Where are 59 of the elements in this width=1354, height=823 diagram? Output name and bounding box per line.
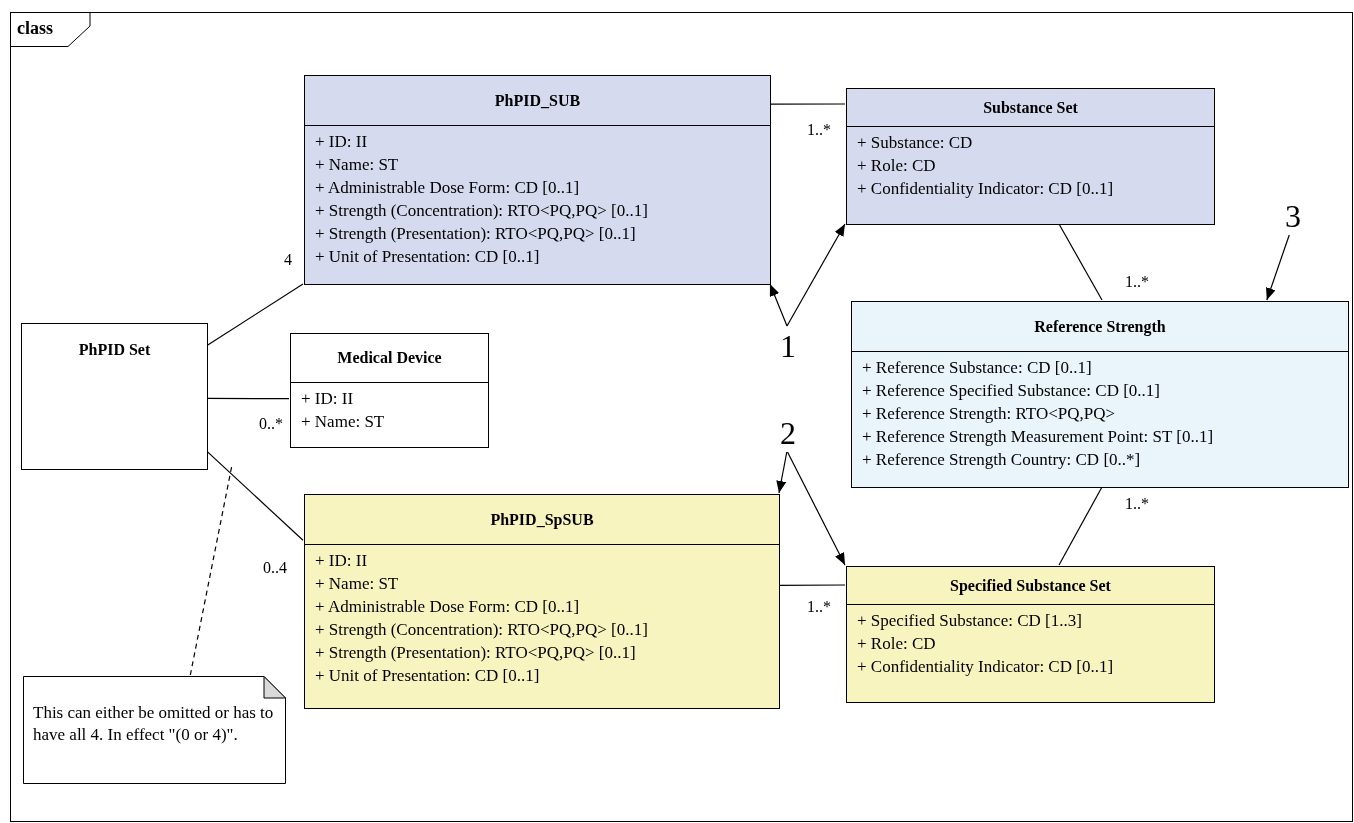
attribute-text: + Administrable Dose Form: CD [0..1]: [315, 177, 581, 199]
note-text: This can either be omitted or has to have all 4. In effect "(0 or 4)".: [33, 702, 275, 746]
callout-number: 1: [779, 327, 797, 365]
association-line: [1058, 486, 1103, 566]
association-line: [206, 450, 304, 541]
attribute-text: + Specified Substance: CD [1..3]: [857, 610, 1083, 632]
note-box: [23, 676, 286, 784]
class-name: PhPID_SUB: [305, 76, 770, 126]
class-box: [304, 494, 780, 709]
attribute-text: + Confidentiality Indicator: CD [0..1]: [857, 178, 1115, 200]
callout-number: 3: [1284, 197, 1302, 235]
frame-label: class: [17, 18, 53, 39]
attribute-text: + Reference Strength Measurement Point: ST [0..1]: [862, 426, 1215, 448]
note-anchor-line: [189, 464, 233, 676]
association-line: [1058, 223, 1103, 301]
attribute-text: + Reference Strength Country: CD [0..*]: [862, 449, 1142, 471]
class-name: PhPID_SpSUB: [305, 495, 779, 545]
class-name: Substance Set: [847, 89, 1214, 127]
callout-arrow: [1266, 233, 1291, 301]
class-name: Specified Substance Set: [847, 567, 1214, 605]
attribute-text: + Name: ST: [315, 573, 400, 595]
association-line: [769, 103, 846, 105]
attribute-text: + Unit of Presentation: CD [0..1]: [315, 246, 541, 268]
callout-arrow: [786, 450, 846, 566]
attribute-text: + Confidentiality Indicator: CD [0..1]: [857, 656, 1115, 678]
callout-arrow: [769, 283, 788, 327]
class-box: [290, 333, 489, 448]
attribute-text: + Administrable Dose Form: CD [0..1]: [315, 596, 581, 618]
attribute-text: + Reference Strength: RTO<PQ,PQ>: [862, 403, 1117, 425]
attribute-text: + Strength (Presentation): RTO<PQ,PQ> [0..1]: [315, 223, 637, 245]
class-box: [304, 75, 771, 285]
attribute-text: + Strength (Presentation): RTO<PQ,PQ> [0..1]: [315, 642, 637, 664]
callout-arrow: [786, 223, 846, 327]
attribute-text: + Role: CD: [857, 155, 937, 177]
association-line: [206, 397, 290, 400]
class-box: [846, 566, 1215, 703]
class-name: Medical Device: [291, 334, 488, 383]
attribute-text: + Unit of Presentation: CD [0..1]: [315, 665, 541, 687]
attribute-text: + Strength (Concentration): RTO<PQ,PQ> [0..1]: [315, 619, 649, 641]
class-name: PhPID Set: [78, 341, 151, 359]
class-box: [846, 88, 1215, 225]
association-line: [206, 283, 304, 347]
callout-number: 2: [779, 414, 797, 452]
attribute-text: + ID: II: [315, 131, 369, 153]
callout-arrow: [776, 450, 788, 494]
class-name: Reference Strength: [852, 302, 1348, 352]
attribute-text: + Strength (Concentration): RTO<PQ,PQ> [0..1]: [315, 200, 649, 222]
attribute-text: + Reference Substance: CD [0..1]: [862, 357, 1093, 379]
attribute-text: + Substance: CD: [857, 132, 974, 154]
attribute-text: + ID: II: [315, 550, 369, 572]
attribute-text: + ID: II: [301, 388, 355, 410]
association-line: [778, 584, 846, 587]
diagram-frame: [10, 12, 1353, 822]
attribute-text: + Role: CD: [857, 633, 937, 655]
attribute-text: + Reference Specified Substance: CD [0..1]: [862, 380, 1161, 402]
attribute-text: + Name: ST: [315, 154, 400, 176]
class-box: [851, 301, 1349, 488]
attribute-text: + Name: ST: [301, 411, 386, 433]
class-box: [21, 323, 208, 470]
